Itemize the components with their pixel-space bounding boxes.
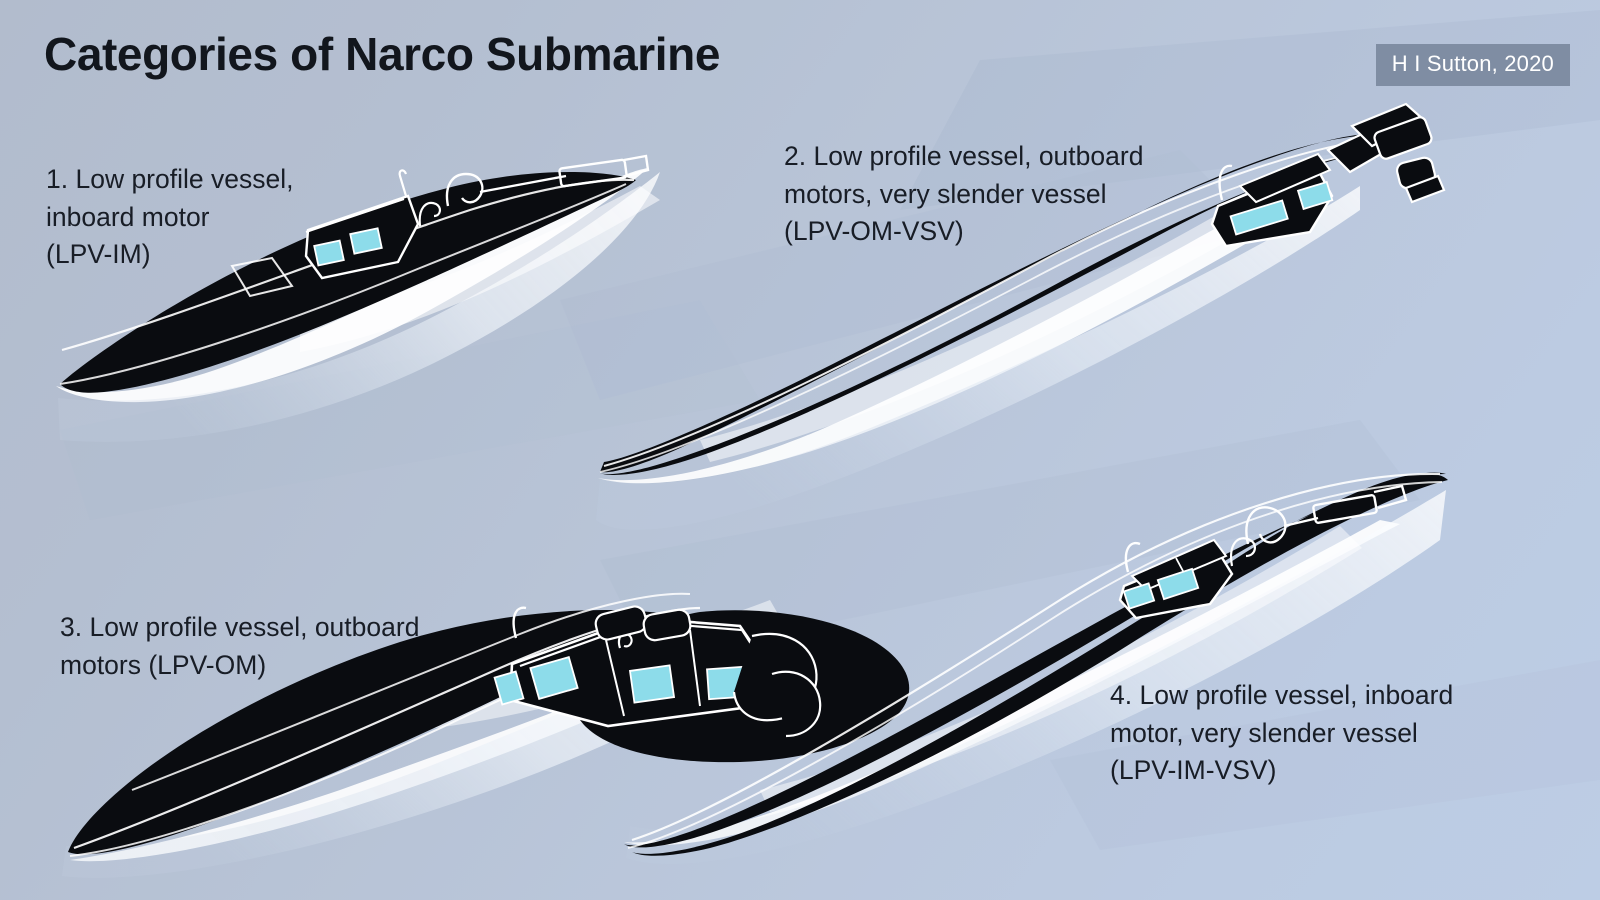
vessel-4-deck-line — [631, 472, 1441, 842]
vessel-3-lpv-om — [62, 592, 910, 878]
vessel-1-lpv-im — [56, 154, 660, 442]
vessel-3-wake-soft — [62, 618, 766, 878]
vessel-2-mast — [1218, 164, 1233, 201]
vessel-1-window-1 — [313, 239, 345, 267]
vessel-3-radar — [617, 632, 633, 649]
vessel-4-chine-line — [627, 481, 1443, 849]
page-title: Categories of Narco Submarine — [44, 28, 721, 80]
vessel-1-hull — [60, 171, 636, 393]
vessel-1-antenna — [418, 201, 441, 227]
vessel-4-mast — [1124, 541, 1141, 573]
vessel-1-cockpit — [304, 194, 420, 280]
category-label-2: 2. Low profile vessel, outboard motors, … — [784, 141, 1144, 247]
vessel-4-exhaust — [1245, 484, 1408, 545]
category-label-4: 4. Low profile vessel, inboard motor, ve… — [1110, 680, 1454, 786]
vessel-1-window-2 — [349, 227, 383, 255]
credit-badge: H I Sutton, 2020 — [1375, 44, 1570, 86]
vessel-3-window-3 — [628, 664, 676, 704]
vessel-4-antenna — [1230, 537, 1256, 567]
vessel-2-window-2 — [1296, 180, 1334, 211]
vessel-1-deck-hatch — [230, 256, 294, 298]
vessel-2-outboard-motors — [1326, 102, 1446, 204]
vessel-1-spray — [300, 186, 660, 352]
vessel-4-window-1 — [1122, 582, 1156, 610]
vessel-4-lpv-im-vsv — [624, 472, 1448, 864]
category-label-1: 1. Low profile vessel, inboard motor (LP… — [46, 164, 294, 270]
vessel-3-outboard-motors — [594, 605, 822, 738]
vessel-3-window-1 — [493, 670, 525, 706]
vessel-1-wake-soft — [58, 172, 660, 442]
vessel-1-exhaust — [445, 154, 650, 207]
vessel-2-deck-line — [603, 137, 1389, 467]
vessel-4-cockpit — [1118, 538, 1234, 620]
vessel-2-cockpit — [1210, 152, 1334, 248]
vessel-1-mast — [398, 169, 408, 197]
vessel-2-window-1 — [1229, 199, 1289, 236]
vessel-4-wake — [624, 520, 1400, 846]
vessel-2-wake-soft — [596, 186, 1360, 530]
vessel-2-lpv-om-vsv — [596, 102, 1446, 530]
vessel-2-hull — [600, 133, 1392, 473]
vessel-4-hull-body — [632, 473, 1448, 856]
vessel-3-deck-line-2 — [131, 592, 691, 791]
vessel-4-window-2 — [1156, 567, 1200, 601]
vessel-1-chine-line — [59, 183, 627, 385]
category-label-3: 3. Low profile vessel, outboard motors (… — [60, 612, 420, 680]
vessel-3-mast — [512, 606, 527, 639]
vessel-4-hull — [624, 472, 1446, 848]
vessel-3-cabin — [493, 616, 772, 728]
vessel-3-window-2 — [529, 655, 579, 701]
